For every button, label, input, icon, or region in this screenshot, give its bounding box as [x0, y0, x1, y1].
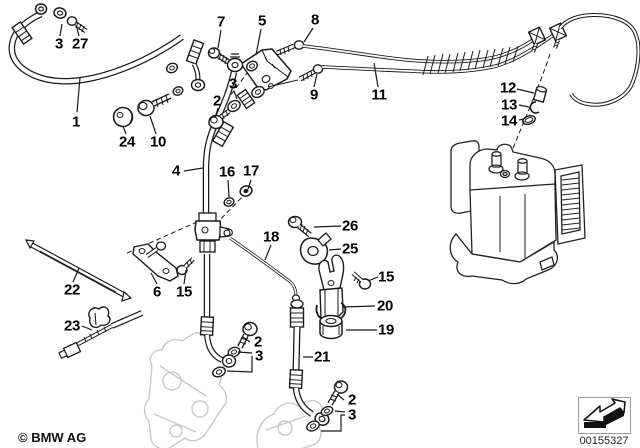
part-callout-4: 4 [171, 162, 181, 180]
banjo-parts-2-3-right [306, 380, 349, 432]
t-fitting [194, 212, 233, 253]
part-callout-15: 15 [175, 283, 193, 301]
part-callout-10: 10 [149, 133, 167, 151]
abs-unit [449, 140, 586, 285]
fitting-bolts-8-9 [267, 40, 324, 88]
part-callout-12: 12 [499, 79, 517, 97]
brake-caliper-faint-right [256, 400, 323, 448]
part-callout-6: 6 [152, 283, 162, 301]
part-callout-17: 17 [242, 162, 260, 180]
distribution-block-5 [239, 48, 292, 91]
part-callout-13: 13 [500, 96, 518, 114]
part-callout-9: 9 [309, 86, 319, 104]
part-callout-18: 18 [262, 228, 280, 246]
brake-caliper-faint-left [143, 332, 228, 448]
washer-3-bolt-27 [53, 7, 88, 34]
dashed-axis-lines [126, 53, 551, 254]
tie-23 [58, 306, 144, 359]
direction-arrow-box [578, 397, 631, 434]
part-callout-19: 19 [377, 321, 395, 339]
part-callout-23: 23 [63, 317, 81, 335]
banjo-parts-2-3-top [208, 85, 265, 130]
banjo-parts-2-3-left [212, 321, 258, 378]
part-callout-3: 3 [254, 347, 264, 365]
grommet-19 [319, 314, 343, 340]
part-callout-5: 5 [257, 12, 267, 30]
part-callout-24: 24 [118, 133, 136, 151]
pipe-end-fitting-left [527, 26, 547, 53]
part-callout-8: 8 [310, 11, 320, 29]
leader-lines [59, 23, 535, 432]
part-callout-15: 15 [377, 268, 395, 286]
part-callout-3: 3 [347, 406, 357, 424]
parts-12-13-14 [522, 85, 548, 126]
part-callout-2: 2 [253, 333, 263, 351]
part-callout-27: 27 [71, 35, 89, 53]
bolt-7 [207, 47, 232, 66]
part-callout-16: 16 [218, 163, 236, 181]
brake-hose-1 [8, 3, 206, 92]
washer-16-nut-17 [223, 185, 253, 207]
diagram-part-number: 00155327 [579, 435, 629, 447]
part-callout-22: 22 [63, 281, 81, 299]
cap-24-bolt-10 [112, 62, 184, 128]
brake-pipes-11 [302, 12, 640, 107]
part-callout-25: 25 [341, 240, 359, 258]
bracket-6-bolt-15 [132, 241, 195, 282]
bolt-26 [287, 215, 312, 238]
part-callout-3: 3 [228, 75, 238, 93]
direction-arrow-icon [583, 398, 626, 428]
part-callout-3: 3 [54, 35, 64, 53]
part-callout-21: 21 [313, 348, 331, 366]
clamp-25 [299, 232, 332, 265]
part-callout-14: 14 [500, 112, 518, 130]
part-callout-11: 11 [371, 86, 387, 104]
part-callout-2: 2 [212, 92, 222, 110]
part-callout-26: 26 [341, 217, 359, 235]
part-callout-1: 1 [71, 113, 81, 131]
holder-20 [315, 254, 347, 323]
bolt-15-right [351, 271, 372, 290]
part-callout-20: 20 [376, 297, 394, 315]
protective-sleeve-hatch [422, 45, 519, 76]
copyright-text: © BMW AG [18, 430, 87, 445]
part-callout-2: 2 [347, 391, 357, 409]
part-callout-7: 7 [216, 13, 226, 31]
pipe-18 [223, 229, 301, 302]
